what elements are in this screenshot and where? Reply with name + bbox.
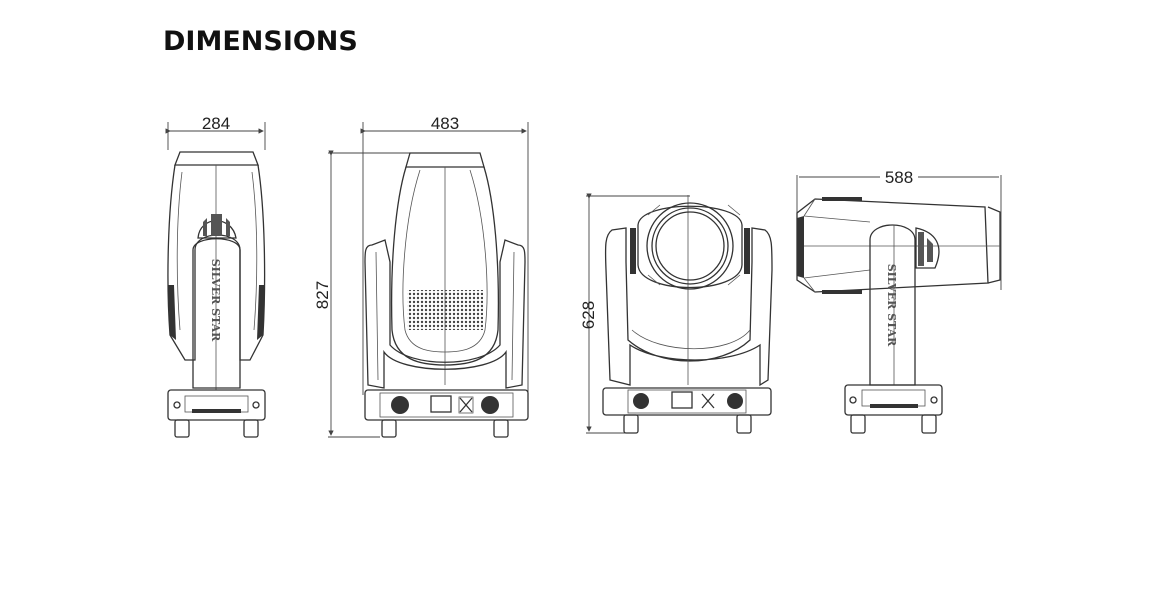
dimension-label-width: 284 xyxy=(202,114,230,133)
dimension-label-width: 483 xyxy=(431,114,459,133)
front-view: 483 827 xyxy=(313,114,529,438)
side-view: 284 SILVER STAR xyxy=(165,114,266,438)
page-title: DIMENSIONS xyxy=(163,26,358,57)
logo-text: SILVER STAR xyxy=(209,259,222,342)
logo-text: SILVER STAR xyxy=(885,264,898,347)
dimension-label-depth: 588 xyxy=(885,168,913,187)
dimension-label-height: 827 xyxy=(313,281,332,309)
top-side-view: 588 SILVER STAR xyxy=(796,168,1002,434)
dimension-label-height: 628 xyxy=(579,301,598,329)
front-tilted-view: 628 xyxy=(579,193,773,434)
